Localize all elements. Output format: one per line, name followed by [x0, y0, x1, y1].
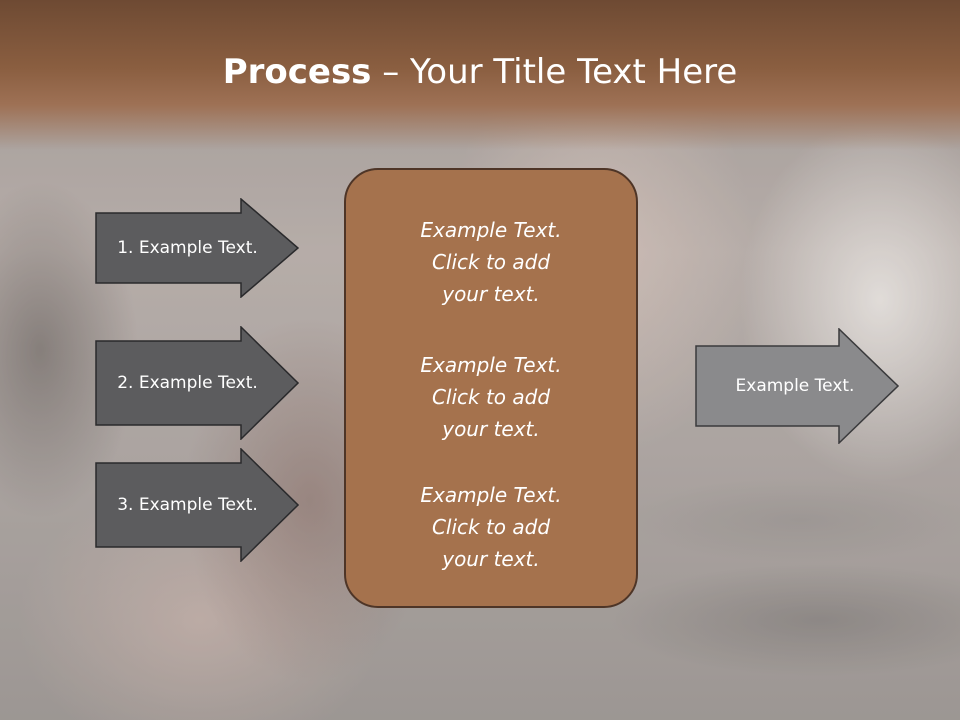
title-bold: Process	[222, 52, 372, 92]
card-line: Example Text.	[420, 218, 562, 242]
card-line: Example Text.	[420, 483, 562, 507]
step-arrow-1[interactable]: 1. Example Text.	[95, 198, 299, 298]
step-arrow-3[interactable]: 3. Example Text.	[95, 448, 299, 562]
title-rest: – Your Title Text Here	[371, 52, 738, 92]
card-line: your text.	[442, 282, 540, 306]
card-line: Click to add	[431, 515, 551, 539]
process-card[interactable]: Example Text. Click to add your text. Ex…	[344, 168, 638, 608]
arrow-shape-icon	[695, 328, 899, 444]
card-line: your text.	[442, 547, 540, 571]
step-arrow-2[interactable]: 2. Example Text.	[95, 326, 299, 440]
arrow-shape-icon	[95, 198, 299, 298]
output-arrow-label: Example Text.	[735, 376, 855, 396]
card-line: Click to add	[431, 385, 551, 409]
card-line: Example Text.	[420, 353, 562, 377]
title-bar	[0, 0, 960, 150]
card-line: your text.	[442, 417, 540, 441]
slide-title[interactable]: Process – Your Title Text Here	[0, 52, 960, 92]
arrow-shape-icon	[95, 448, 299, 562]
step-arrow-label: 2. Example Text.	[117, 373, 258, 393]
card-line: Click to add	[431, 250, 551, 274]
step-arrow-label: 1. Example Text.	[117, 238, 258, 258]
card-text-block: Example Text. Click to add your text.	[346, 349, 636, 445]
card-text-block: Example Text. Click to add your text.	[346, 214, 636, 310]
card-text-block: Example Text. Click to add your text.	[346, 479, 636, 575]
arrow-shape-icon	[95, 326, 299, 440]
step-arrow-label: 3. Example Text.	[117, 495, 258, 515]
output-arrow[interactable]: Example Text.	[695, 328, 899, 444]
